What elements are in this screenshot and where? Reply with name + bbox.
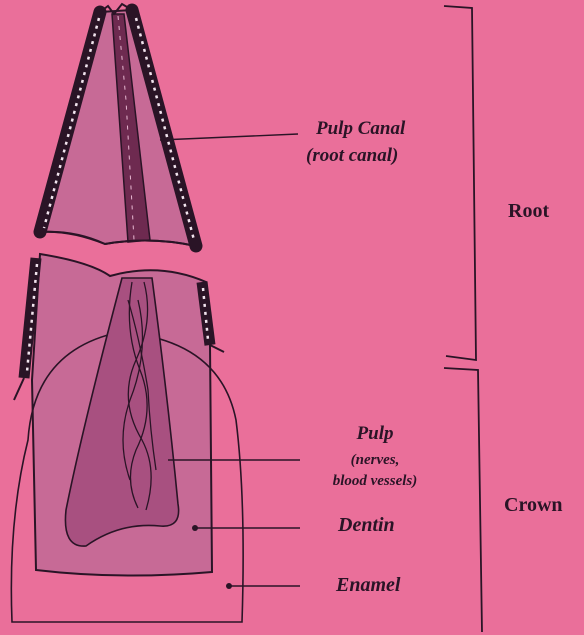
root-label: Root [508,200,549,223]
dentin-label: Dentin [338,514,395,537]
enamel-label: Enamel [336,574,400,597]
crown-bracket [444,368,482,632]
pulp-vessels-label: blood vessels) [300,473,450,490]
pulp-nerves-label: (nerves, [320,452,430,469]
root-canal-label: (root canal) [306,145,398,167]
pulp-label: Pulp [330,423,420,445]
pulp-canal-label: Pulp Canal [316,118,405,140]
upper-root-segment [40,4,196,246]
root-bracket [444,6,476,360]
brackets [444,6,482,632]
leader-pulp-canal [160,134,298,140]
crown-label: Crown [504,494,563,517]
